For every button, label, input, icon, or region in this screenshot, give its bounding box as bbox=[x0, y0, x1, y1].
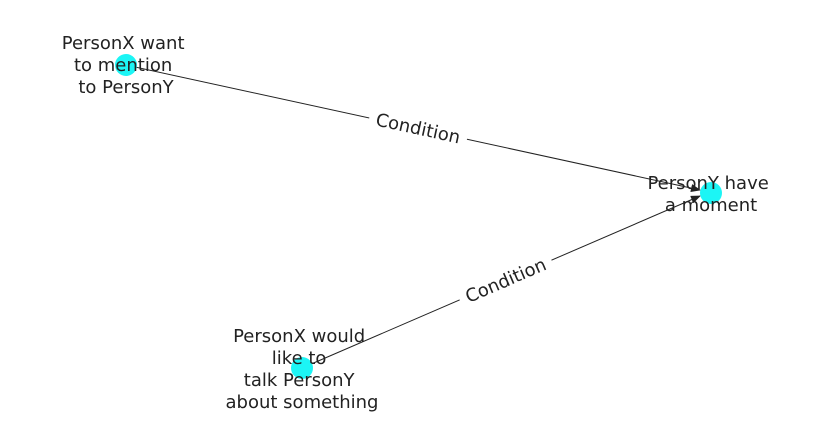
edge-label-n3-n2: Condition bbox=[455, 250, 557, 312]
nodes bbox=[115, 54, 722, 379]
node-n3 bbox=[291, 357, 313, 379]
node-n2 bbox=[700, 182, 722, 204]
node-label-n2: PersonY have a moment bbox=[647, 173, 774, 216]
node-label-n1: PersonX want to mention to PersonY bbox=[62, 33, 191, 98]
node-label-n3: PersonX would like to talk PersonY about… bbox=[226, 326, 379, 413]
node-labels: PersonX want to mention to PersonY Perso… bbox=[62, 33, 774, 413]
edge-labels: Condition Condition bbox=[366, 106, 557, 312]
edges bbox=[125, 64, 701, 369]
edge-label-text: Condition bbox=[462, 254, 549, 307]
edge-label-text: Condition bbox=[374, 110, 462, 149]
edge-label-n1-n2: Condition bbox=[366, 106, 470, 152]
node-n1 bbox=[115, 54, 137, 76]
